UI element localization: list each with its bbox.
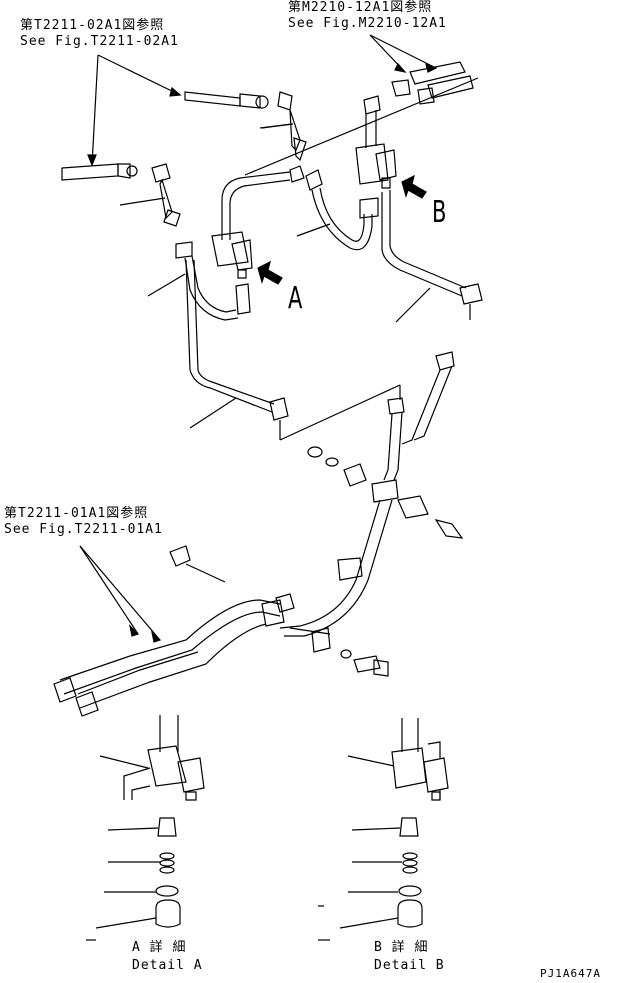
ref-top-right-en: See Fig.M2210-12A1 — [288, 16, 447, 31]
ref-top-left-en: See Fig.T2211-02A1 — [20, 34, 179, 49]
view-marker-a: A — [288, 281, 303, 316]
lower-left-pipe-section — [53, 545, 389, 717]
leader-lines-top-left — [87, 54, 182, 167]
detail-b-title-en: Detail B — [374, 958, 445, 973]
detail-a-assembly — [86, 715, 205, 941]
ref-mid-left-en: See Fig.T2211-01A1 — [4, 522, 163, 537]
hose-top-left-1 — [184, 91, 307, 162]
ref-top-right-jp: 第M2210-12A1図参照 — [288, 0, 433, 15]
ref-mid-left-jp: 第T2211-01A1図参照 — [4, 506, 149, 521]
detail-a-title-en: Detail A — [132, 958, 203, 973]
middle-hose-section — [279, 351, 464, 637]
view-arrow-b — [401, 174, 427, 199]
detail-a-title-jp: A 詳 細 — [132, 940, 187, 955]
detail-b-assembly — [318, 718, 449, 941]
detail-b-title-jp: B 詳 細 — [374, 940, 429, 955]
hose-top-left-2 — [61, 163, 181, 227]
leader-lines-top-right — [369, 34, 474, 105]
ref-top-left-jp: 第T2211-02A1図参照 — [20, 18, 165, 33]
leader-lines-mid-left — [79, 545, 162, 643]
upper-pipe-section — [147, 77, 483, 441]
drawing-code: PJ1A647A — [540, 967, 601, 980]
view-marker-b: B — [432, 195, 447, 230]
view-arrow-a — [257, 260, 283, 285]
